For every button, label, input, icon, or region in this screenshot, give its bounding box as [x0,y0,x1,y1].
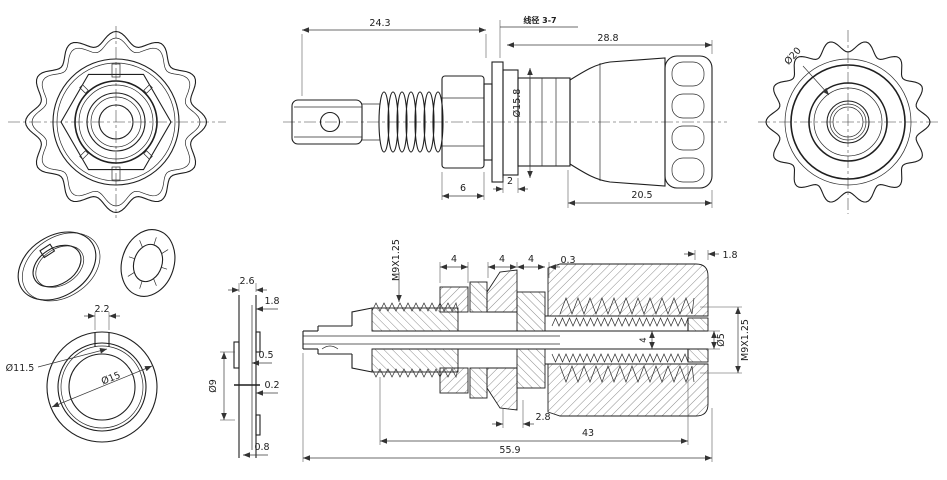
washer-front-view: 2.2 Ø11.5 Ø15 [6,304,158,443]
section-solder-tab [302,307,560,373]
dim-step-b: 0.2 [264,380,279,391]
dim-total-thk: 2.6 [239,276,254,287]
hex-outline [60,73,172,171]
dim-wall: 1.8 [722,250,737,261]
knurled-cap [569,55,713,189]
washer-section-view: 2.6 1.8 0.5 0.2 0.8 Ø9 [208,276,280,458]
thread-profile [378,91,444,153]
dim-thread-right: M9X1.25 [740,319,751,361]
side-view-dimensions: 24.3 线径 3-7 28.8 Ø15.8 6 2 20.5 [301,15,713,208]
dim-inner-len: 43 [582,428,594,439]
dim-total-len: 55.9 [499,445,520,456]
knob-rear-view: Ø20 [758,30,938,214]
dim-nut-width: 6 [460,183,466,194]
dim-seg1: 4 [451,254,457,265]
solder-tab [291,99,380,145]
dim-seg2: 4 [499,254,505,265]
dim-outer-dia: Ø15 [100,370,122,388]
dim-key-width: 2.2 [94,304,109,315]
dim-bore-dia: Ø11.5 [6,363,35,374]
dim-flange-thk: 2 [507,176,513,187]
dim-cap-length: 28.8 [597,33,618,44]
washer-section-dimensions: 2.6 1.8 0.5 0.2 0.8 Ø9 [208,276,280,458]
keyed-washer-isometric [17,231,101,302]
serrated-washer-isometric [120,229,176,297]
dim-seg3: 4 [528,254,534,265]
dim-cap-body: 20.5 [631,190,652,201]
dim-body-length: 24.3 [369,18,390,29]
dim-thread-left: M9X1.25 [391,239,402,281]
dim-flange-dia: Ø15.8 [512,89,523,118]
dim-offset: 2.8 [535,412,550,423]
cross-section-view: M9X1.25 4 4 4 0.3 1.8 Ø5 [302,239,751,462]
dim-wire-range: 线径 3-7 [523,15,556,25]
dim-step-c: 0.8 [254,442,269,453]
knob-front-view [8,26,226,218]
dim-gap: 0.3 [560,255,575,266]
side-elevation-view: 24.3 线径 3-7 28.8 Ø15.8 6 2 20.5 [283,15,727,208]
section-nut-flange [439,269,546,411]
dim-hole: Ø5 [716,333,727,347]
washer-front-dimensions: 2.2 Ø11.5 Ø15 [6,304,153,408]
dim-hole-dia: Ø9 [208,379,219,393]
section-dimensions: M9X1.25 4 4 4 0.3 1.8 Ø5 [302,239,751,462]
dim-step-a: 0.5 [258,350,273,361]
dim-rim-thk: 1.8 [264,296,279,307]
section-threaded-shank [371,301,560,379]
section-cap [545,263,709,417]
dim-bore: 4 [639,337,649,342]
